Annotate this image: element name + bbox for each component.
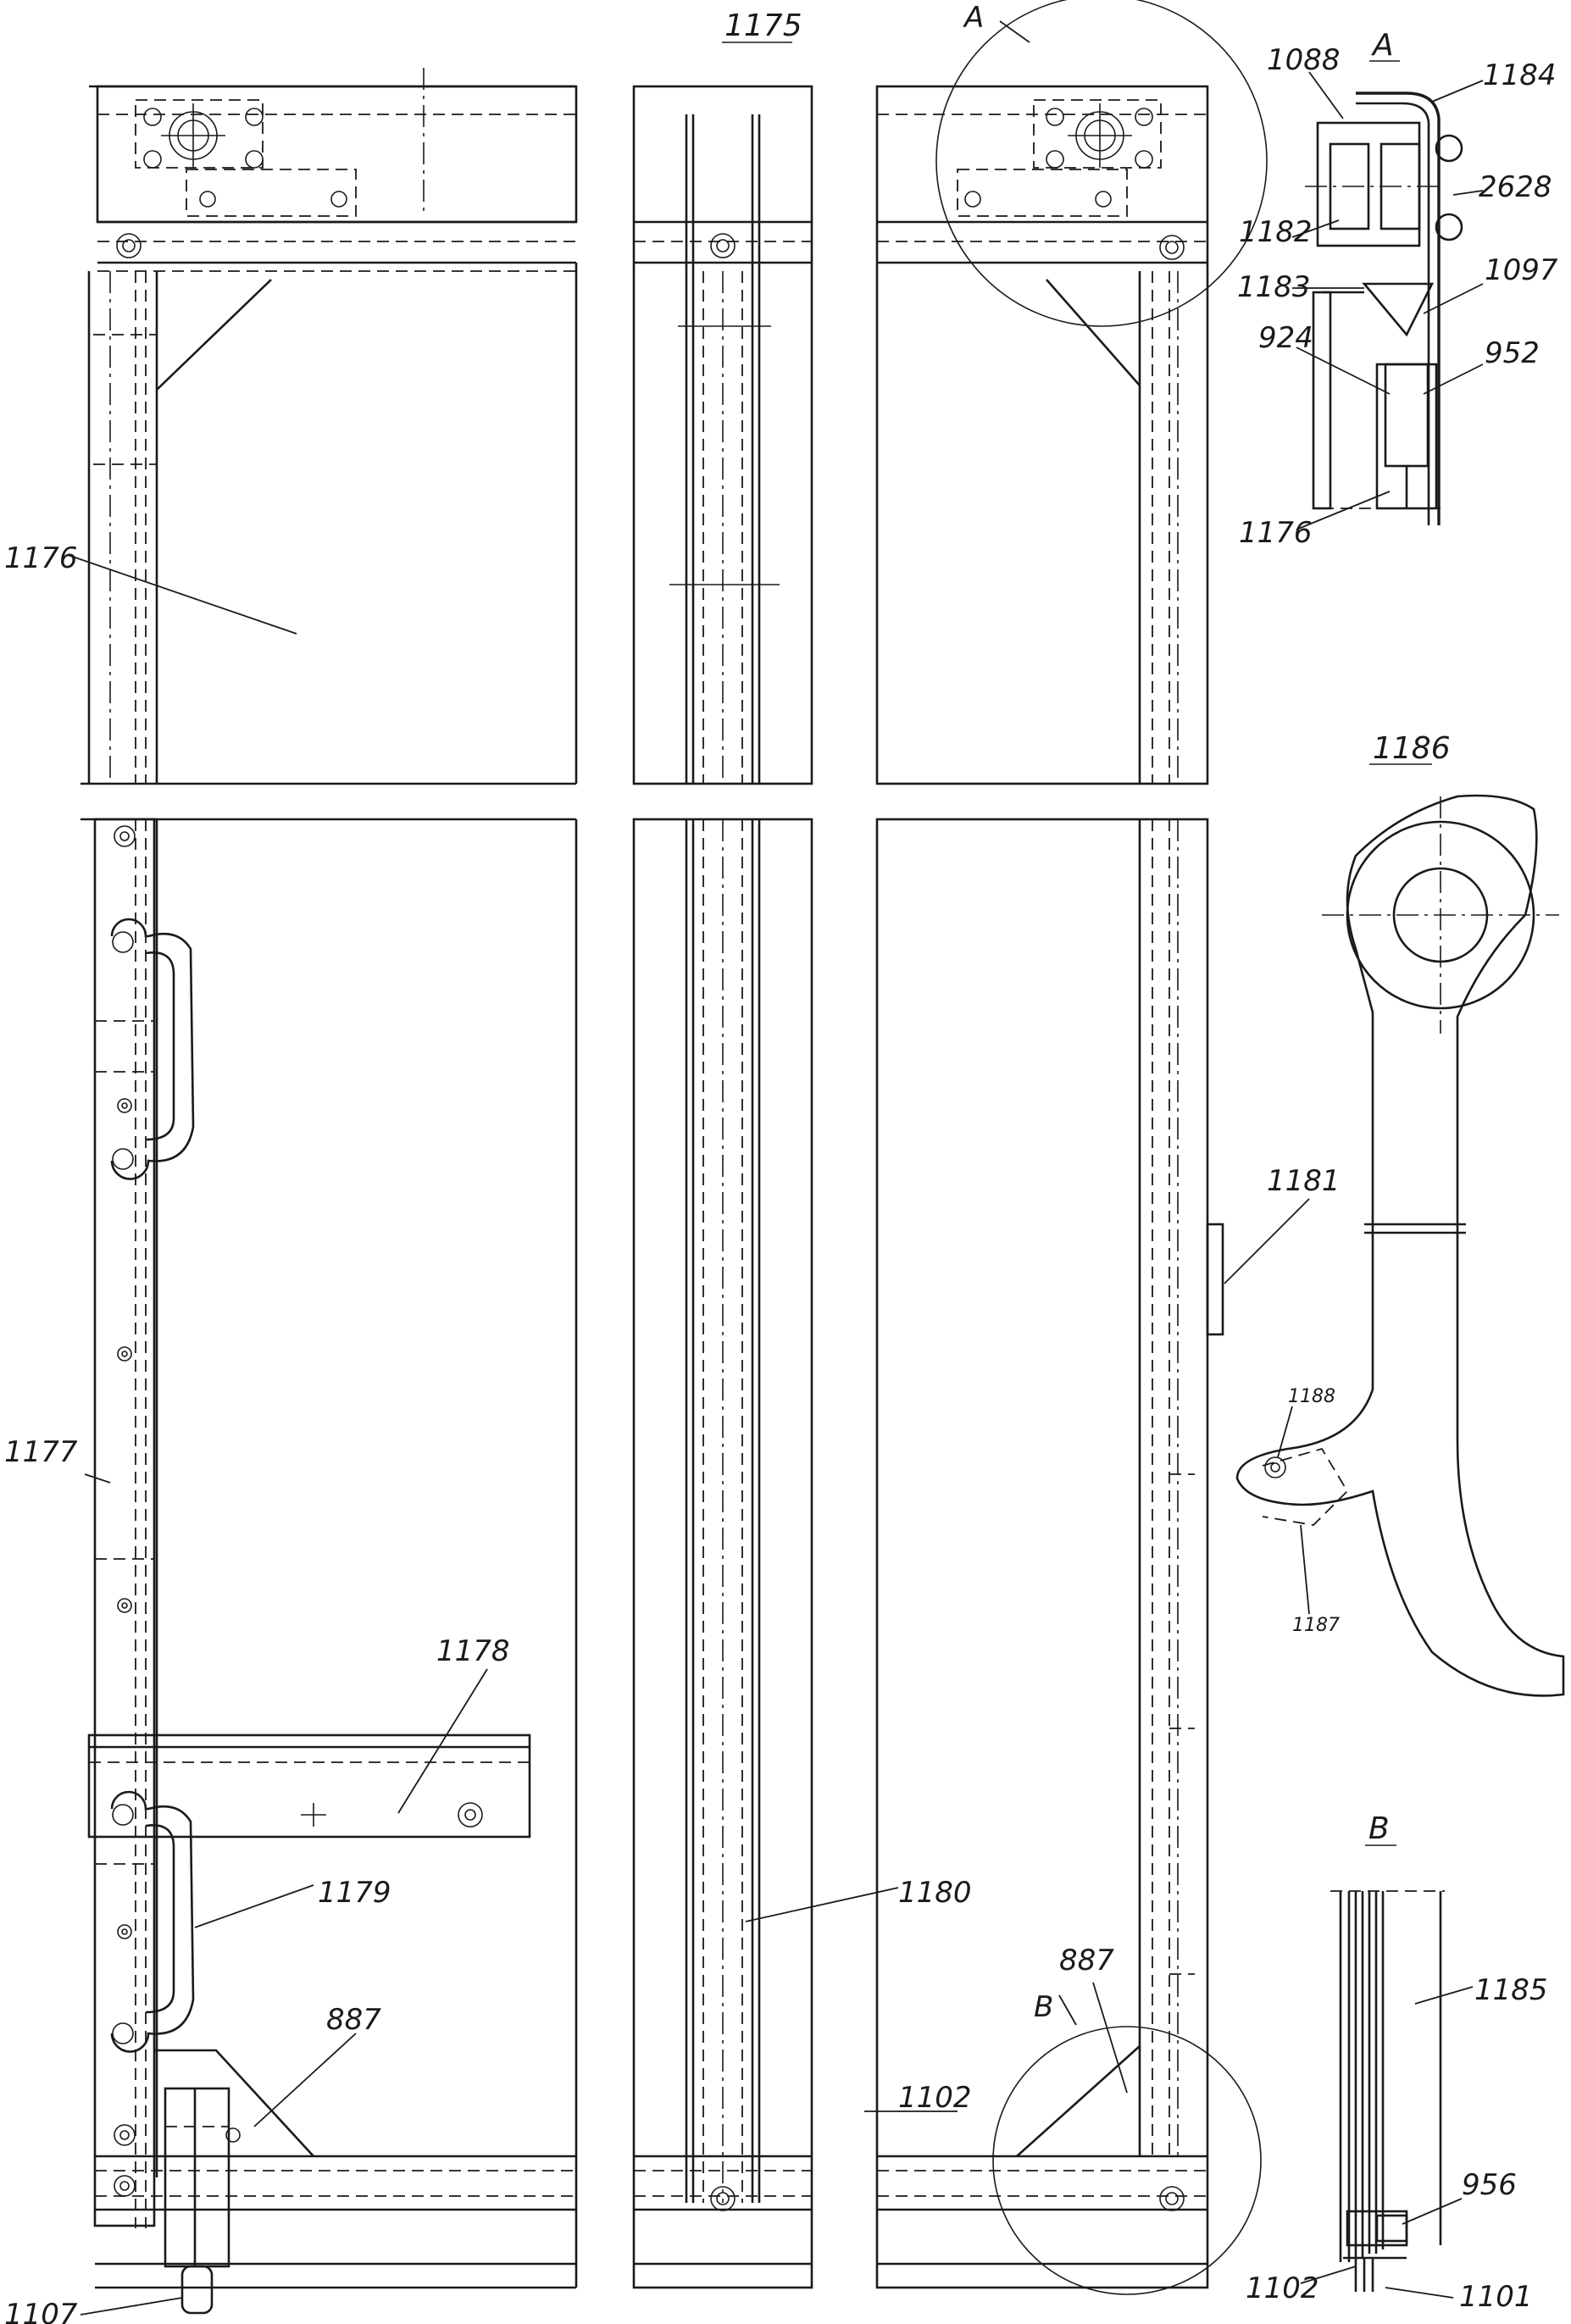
part-1186-title: 1186 xyxy=(1373,731,1451,766)
callout-952: 952 xyxy=(1485,336,1540,370)
callout-1187: 1187 xyxy=(1292,1615,1340,1636)
callout-1182: 1182 xyxy=(1239,215,1313,249)
callout-1184: 1184 xyxy=(1483,58,1557,92)
callout-circle-a: А xyxy=(963,1,984,35)
part-1186-view: 1186 xyxy=(1235,731,1565,1697)
callout-circle-b: В xyxy=(1034,1990,1053,2024)
detail-b-view: В xyxy=(1330,1811,1445,2292)
callout-956: 956 xyxy=(1462,2168,1517,2202)
callout-1176-main: 1176 xyxy=(4,541,78,575)
callout-887-left: 887 xyxy=(326,2003,381,2037)
leader-lines xyxy=(67,20,1484,2316)
callout-1088: 1088 xyxy=(1267,43,1341,77)
detail-a-view: А xyxy=(1305,28,1463,525)
callout-labels: 1176 1177 1178 1179 1180 1181 1102 887 8… xyxy=(4,1,1558,2324)
callout-924: 924 xyxy=(1258,321,1313,355)
callout-1102-main: 1102 xyxy=(898,2081,972,2115)
callout-2628: 2628 xyxy=(1479,170,1552,204)
callout-1097: 1097 xyxy=(1485,253,1558,287)
middle-view xyxy=(632,85,813,2289)
callout-1107: 1107 xyxy=(4,2298,78,2324)
detail-a-title: А xyxy=(1371,28,1394,63)
callout-1181: 1181 xyxy=(1267,1164,1341,1198)
callout-1188: 1188 xyxy=(1288,1386,1335,1407)
callout-1176-detail: 1176 xyxy=(1239,516,1313,550)
callout-1179: 1179 xyxy=(318,1876,391,1910)
callout-887-right: 887 xyxy=(1059,1944,1114,1977)
callout-1177: 1177 xyxy=(4,1435,78,1469)
callout-1185: 1185 xyxy=(1474,1973,1548,2007)
callout-1183: 1183 xyxy=(1237,270,1311,304)
callout-1102-detail: 1102 xyxy=(1246,2271,1319,2305)
callout-1178: 1178 xyxy=(436,1634,510,1668)
right-view xyxy=(875,0,1268,2295)
left-view xyxy=(80,68,578,2315)
detail-b-title: В xyxy=(1368,1811,1390,1846)
callout-1180: 1180 xyxy=(898,1876,972,1910)
drawing-title: 1175 xyxy=(722,8,802,43)
callout-1101: 1101 xyxy=(1459,2280,1533,2314)
title-1175: 1175 xyxy=(724,8,802,43)
